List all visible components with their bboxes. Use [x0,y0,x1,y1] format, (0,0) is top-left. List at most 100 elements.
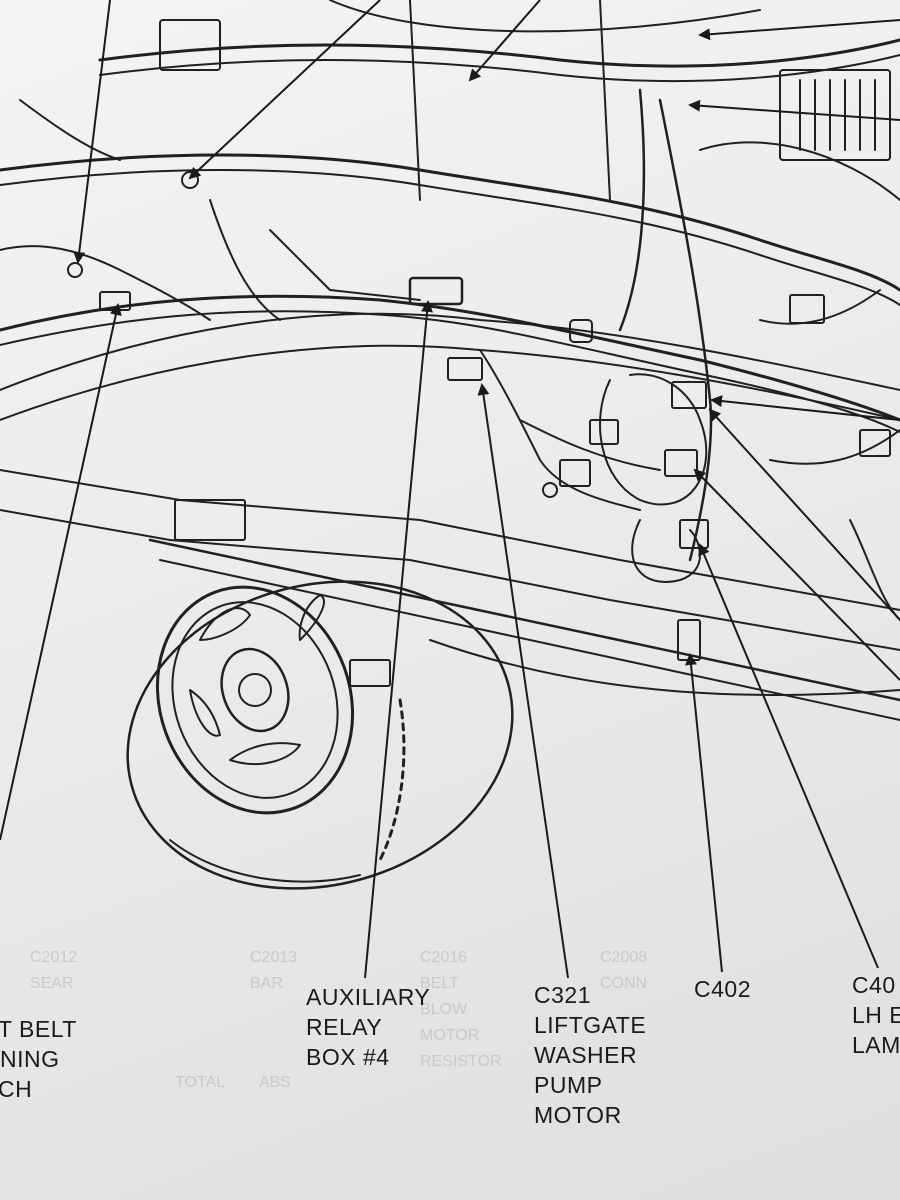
wheel-hub [220,647,290,733]
rear-panel [148,538,900,702]
leader-top-2 [188,0,381,180]
bleed-through-4: C2008 CONN [600,945,647,997]
harness-branch [269,229,421,301]
bleed-through-3: C2016 BELT BLOW MOTOR RESISTOR [420,945,502,1075]
leader-top-1 [73,0,111,264]
harness-branch-6 [519,419,661,471]
pillar [409,0,421,201]
leader-top-4 [688,99,900,121]
spare-wheel-rim-2 [171,601,339,799]
bleed-through-5: TOTAL ABS [175,1070,291,1096]
connector-right-3 [679,519,709,549]
spare-tire-outer [126,580,514,890]
wheel-spoke-3 [229,742,301,766]
callout-line: C402 [694,976,751,1002]
tire-tread [378,698,406,862]
floor-panel-outline-2 [0,344,900,421]
bleed-text: BAR [250,975,283,992]
connector-right-2 [664,449,698,477]
leader-seat-belt [0,303,122,841]
clip [542,482,558,498]
harness-branch-2 [209,199,281,321]
harness-loop [599,373,708,506]
callout-line: RELAY [306,1014,383,1040]
leader-c40x-b [693,468,900,681]
harness-right [759,289,881,325]
callout-line: CH [0,1076,33,1102]
bleed-text: RESISTOR [420,1053,502,1070]
harness-main-2 [0,310,900,433]
callout-line: AUXILIARY [306,984,431,1010]
leader-c402 [685,653,723,973]
spare-wheel-rim [155,585,355,815]
wheel-spoke-4 [189,689,221,737]
bleed-text: ABS [258,1074,291,1091]
harness-branch-5 [479,349,641,511]
bleed-text: C2008 [600,949,648,966]
bracket-2 [349,659,391,687]
floor-panel-outline [0,312,900,391]
bumper-edge [429,639,900,696]
bleed-text: C2012 [30,949,78,966]
connector-top-left [159,19,221,71]
callout-c321: C321 LIFTGATE WASHER PUMP MOTOR [534,980,646,1130]
callout-c40x: C40 LH E LAM [852,970,900,1060]
harness-upper-2 [0,169,900,306]
harness-branch-3 [618,88,646,332]
bleed-text: MOTOR [420,1027,480,1044]
connector-far-right [859,429,891,457]
callout-line: LH E [852,1002,900,1028]
connector-c321 [447,357,483,381]
leader-c40x-c [708,408,900,621]
wheel-hub-center [238,673,272,707]
harness-main [0,294,900,422]
harness-right-2 [769,429,900,465]
bleed-through-1: C2012 SEAR [30,945,77,997]
callout-line: LIFTGATE [534,1012,647,1038]
pillar-2 [599,0,611,201]
bleed-text: CONN [600,975,648,992]
grommet [569,319,593,343]
leader-right-upper [710,395,900,421]
ecm-module [779,69,891,161]
tire-bottom [169,839,361,883]
callout-line: LAM [852,1032,900,1058]
sill-line-2 [0,509,900,651]
bracket [174,499,246,541]
callout-line: C321 [534,982,591,1008]
ground-stud-2 [67,262,83,278]
harness-branch-4 [658,98,713,562]
bleed-text: SEAR [30,975,74,992]
wheel-spoke-2 [298,594,325,641]
bleed-through-2: C2013 BAR [250,945,297,997]
leader-c40x [698,543,879,969]
bleed-text: C2013 [250,949,298,966]
callout-line: NING [0,1046,60,1072]
callout-line: T BELT [0,1016,77,1042]
connector-mid [559,459,591,487]
sill-line [0,469,900,611]
aux-relay-box [408,276,464,306]
bleed-text: BELT [420,975,459,992]
bleed-text: BLOW [420,1001,468,1018]
harness-top [98,38,900,68]
callout-line: BOX #4 [306,1044,390,1070]
wheel-spoke [199,607,251,641]
leader-top-3 [468,0,541,82]
bleed-text: C2016 [420,949,468,966]
harness-left [0,245,211,321]
roof-rail [329,0,761,33]
callout-line: PUMP [534,1072,603,1098]
rear-panel-2 [159,559,900,721]
callout-line: MOTOR [534,1102,622,1128]
callout-line: WASHER [534,1042,638,1068]
leader-top-5 [698,19,900,41]
harness-upper [0,153,900,292]
callout-c402: C402 [694,974,751,1004]
callout-line: C40 [852,972,896,998]
bleed-text: TOTAL [175,1074,225,1091]
leader-aux-relay [364,300,434,979]
callout-seat-belt-switch: T BELT NING CH [0,1014,77,1104]
